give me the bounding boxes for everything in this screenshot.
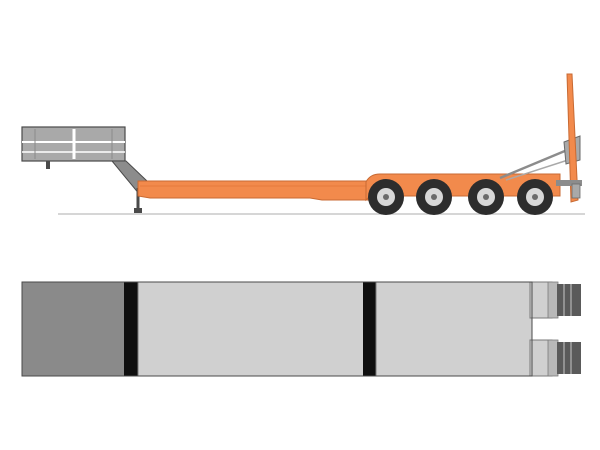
- rear-deck-top: [375, 281, 533, 377]
- ramp-left-hinge: [557, 284, 581, 316]
- rear-loading-ramp: [556, 73, 582, 203]
- rear-ramps-top: [529, 281, 581, 377]
- ramp-right-hinge: [557, 342, 581, 374]
- top-view-outline: [21, 281, 533, 377]
- ramp-support-arm: [499, 135, 581, 181]
- top-view: [21, 281, 581, 377]
- gooseneck-top: [21, 281, 127, 377]
- wheel-axle-2: [416, 179, 452, 215]
- lowboy-deck: [137, 180, 375, 201]
- gooseneck-platform: [21, 126, 126, 169]
- wheel-axle-4: [517, 179, 553, 215]
- wheel-axle-3: [468, 179, 504, 215]
- side-view: [21, 73, 585, 215]
- wheel-axle-1: [368, 179, 404, 215]
- cross-beam-2: [363, 282, 376, 376]
- main-deck-top: [137, 281, 365, 377]
- king-pin: [46, 161, 50, 169]
- cross-beam-1: [124, 282, 138, 376]
